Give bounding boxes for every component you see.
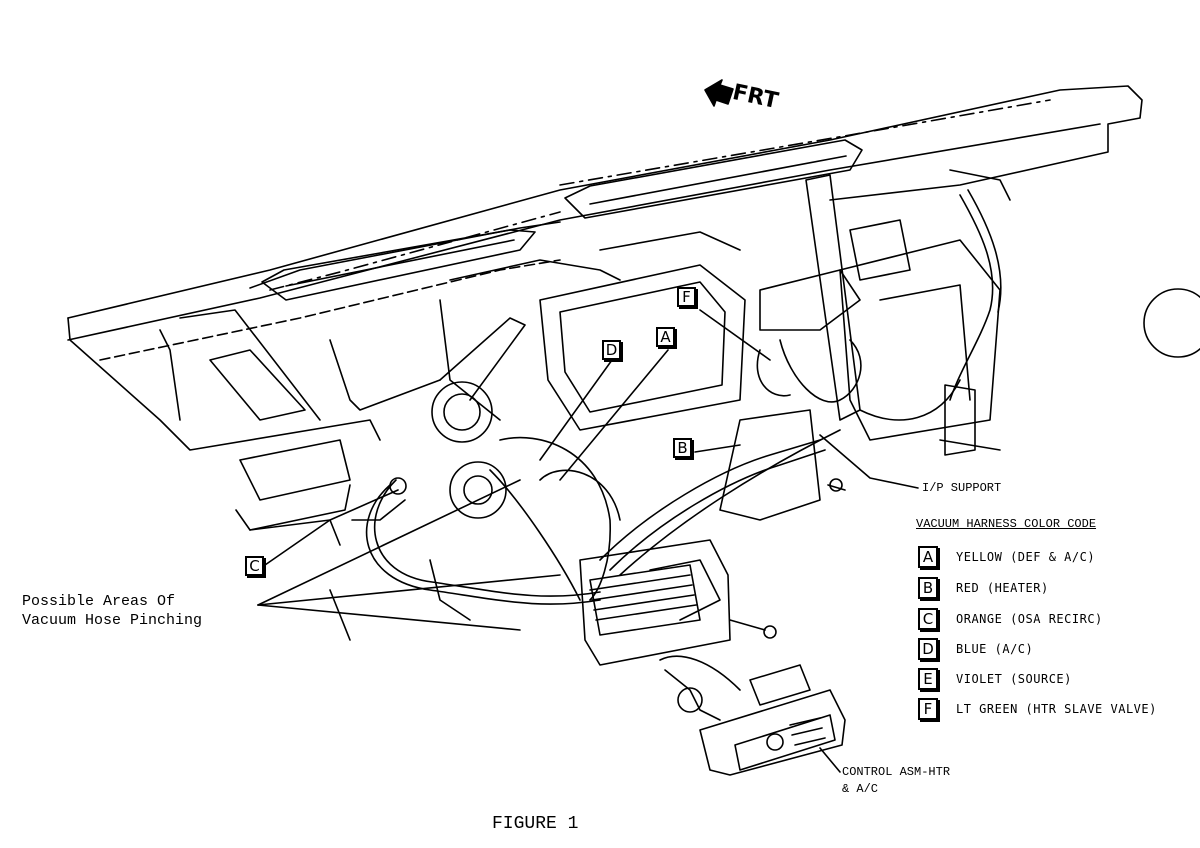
arrow-left-icon [704,79,734,107]
leader-pinching-3 [257,604,521,631]
legend-text: ORANGE (OSA RECIRC) [956,612,1103,626]
legend-row-d: D BLUE (A/C) [918,637,1033,661]
leader-control [819,747,841,773]
leader-ip-support [819,434,919,489]
callout-b: B [673,438,692,458]
legend-row-b: B RED (HEATER) [918,576,1049,600]
legend-key: B [918,577,938,599]
figure-caption: FIGURE 1 [492,814,579,834]
control-head [699,689,846,776]
vacuum-hose-a [489,469,581,601]
vacuum-hose-f [756,349,791,397]
control-asm-label-line2: & A/C [842,782,879,796]
legend-row-f: F LT GREEN (HTR SLAVE VALVE) [918,697,1157,721]
legend-key: C [918,608,938,630]
dash-top-outline [67,85,1143,319]
legend-text: BLUE (A/C) [956,642,1034,656]
ip-support-label: I/P SUPPORT [922,481,1002,495]
vacuum-actuator-upper [431,381,493,443]
leader-d [539,359,613,461]
heater-case [539,264,746,431]
vacuum-hose-b [599,439,821,561]
legend-row-a: A YELLOW (DEF & A/C) [918,545,1095,569]
blower-housing [839,239,1001,441]
legend-key: E [918,668,938,690]
legend-row-e: E VIOLET (SOURCE) [918,667,1072,691]
legend-text: YELLOW (DEF & A/C) [956,550,1096,564]
vacuum-hose-c [365,484,601,605]
callout-d: D [602,340,621,360]
leader-a [559,349,669,481]
leader-pinching-2 [257,574,561,606]
pinching-note-line2: Vacuum Hose Pinching [22,612,203,629]
leader-c [264,489,399,566]
leader-b [694,444,741,453]
callout-a: A [656,327,675,347]
legend-title: VACUUM HARNESS COLOR CODE [916,517,1097,531]
side-port-circle [1143,288,1200,358]
legend-row-c: C ORANGE (OSA RECIRC) [918,607,1103,631]
defrost-vent-left [261,229,536,301]
legend-key: D [918,638,938,660]
vacuum-actuator-lower [449,461,507,519]
legend-key: F [918,698,938,720]
legend-text: VIOLET (SOURCE) [956,672,1072,686]
legend-text: LT GREEN (HTR SLAVE VALVE) [956,702,1157,716]
leader-f [699,309,771,361]
legend-text: RED (HEATER) [956,581,1049,595]
leader-pinching-1 [257,479,521,606]
callout-c: C [245,556,264,576]
legend-key: A [918,546,938,568]
callout-f: F [677,287,696,307]
pinching-note-line1: Possible Areas Of [22,593,176,610]
vacuum-connector-block [579,539,731,666]
control-asm-label-line1: CONTROL ASM-HTR [842,765,951,779]
defrost-vent-right [564,139,863,219]
